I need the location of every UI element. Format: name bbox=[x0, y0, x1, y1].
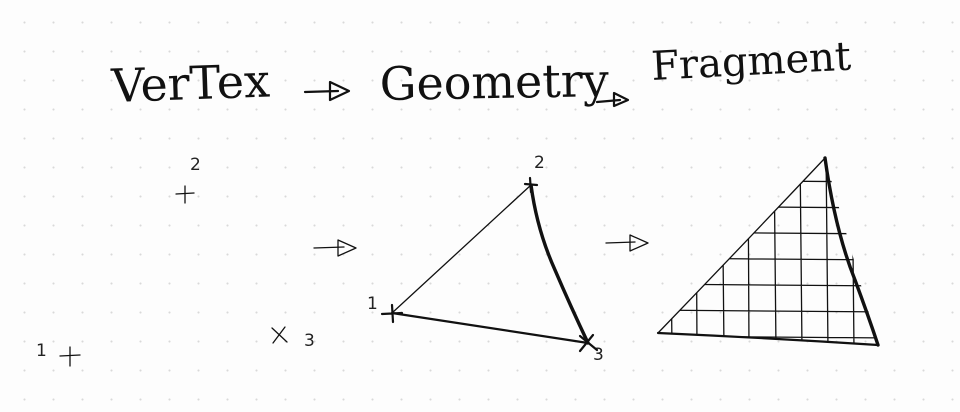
stage-geometry-label: Geometry bbox=[379, 53, 609, 111]
stage-fragment-label: Fragment bbox=[650, 34, 852, 90]
vertex-2-marker: 2 bbox=[175, 155, 201, 204]
arrow-right-icon bbox=[595, 91, 630, 108]
fragment-grid-panel bbox=[656, 156, 880, 347]
fragment-edge-1-2 bbox=[657, 157, 826, 334]
vertex-2-label: 2 bbox=[190, 155, 201, 175]
arrow-right-icon bbox=[313, 239, 357, 257]
fragment-edge-1-3 bbox=[656, 331, 880, 347]
triangle-vertex-1-label: 1 bbox=[367, 294, 378, 314]
triangle-edge-2-3 bbox=[529, 183, 590, 345]
fragment-edge-2-3 bbox=[823, 156, 880, 347]
triangle-vertex-3-label: 3 bbox=[593, 345, 604, 365]
arrow-right-icon bbox=[303, 80, 351, 102]
vertex-1-label: 1 bbox=[36, 341, 47, 361]
vertex-1-marker: 1 bbox=[36, 341, 81, 367]
triangle-edge-1-2 bbox=[391, 184, 532, 314]
vertex-3-label: 3 bbox=[304, 331, 315, 351]
vertex-3-marker: 3 bbox=[271, 326, 315, 351]
fragment-grid bbox=[658, 158, 878, 345]
stage-vertex-label: VerTex bbox=[109, 53, 270, 113]
vertex-points-panel: 1 2 3 bbox=[36, 155, 315, 367]
triangle-vertex-2-label: 2 bbox=[534, 153, 545, 173]
arrow-right-icon bbox=[605, 234, 649, 252]
geometry-triangle-panel: 2 1 3 bbox=[367, 153, 604, 365]
triangle-edge-1-3 bbox=[390, 311, 590, 345]
